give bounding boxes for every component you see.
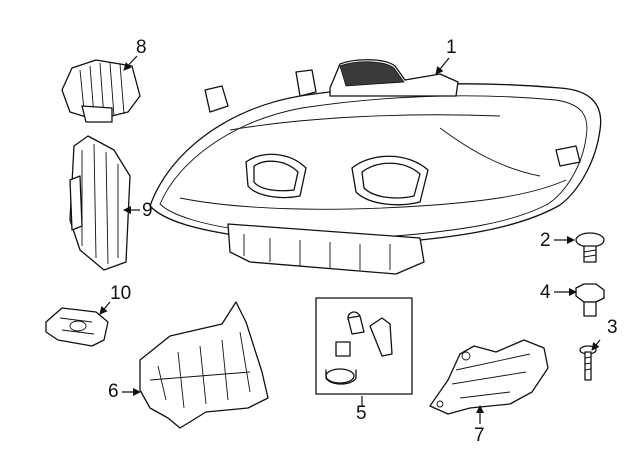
- callout-1: 1: [446, 37, 457, 58]
- leader-lines: [99, 55, 601, 424]
- callout-7: 7: [474, 425, 485, 446]
- part-10-bracket: [45, 307, 109, 347]
- leader-10: [99, 301, 111, 315]
- callout-5: 5: [356, 403, 367, 424]
- part-9-control-unit: [69, 135, 131, 271]
- callout-9: 9: [142, 200, 153, 221]
- leader-1: [435, 57, 450, 75]
- callout-10: 10: [110, 283, 132, 304]
- part-7-side-bracket: [429, 339, 549, 415]
- leader-8: [123, 55, 138, 71]
- part-4-fastener: [575, 283, 605, 317]
- part-8-module: [61, 59, 141, 123]
- headlight-assembly: [149, 59, 602, 275]
- part-6-housing-bracket: [139, 301, 269, 429]
- callout-8: 8: [136, 37, 147, 58]
- callout-2: 2: [540, 230, 551, 251]
- part-3-bolt: [579, 345, 597, 381]
- callout-6: 6: [108, 381, 119, 402]
- part-2-screw: [575, 232, 605, 263]
- callout-4: 4: [540, 282, 551, 303]
- leader-3: [591, 339, 601, 351]
- part-5-kit-box: [315, 297, 413, 395]
- callout-3: 3: [607, 317, 618, 338]
